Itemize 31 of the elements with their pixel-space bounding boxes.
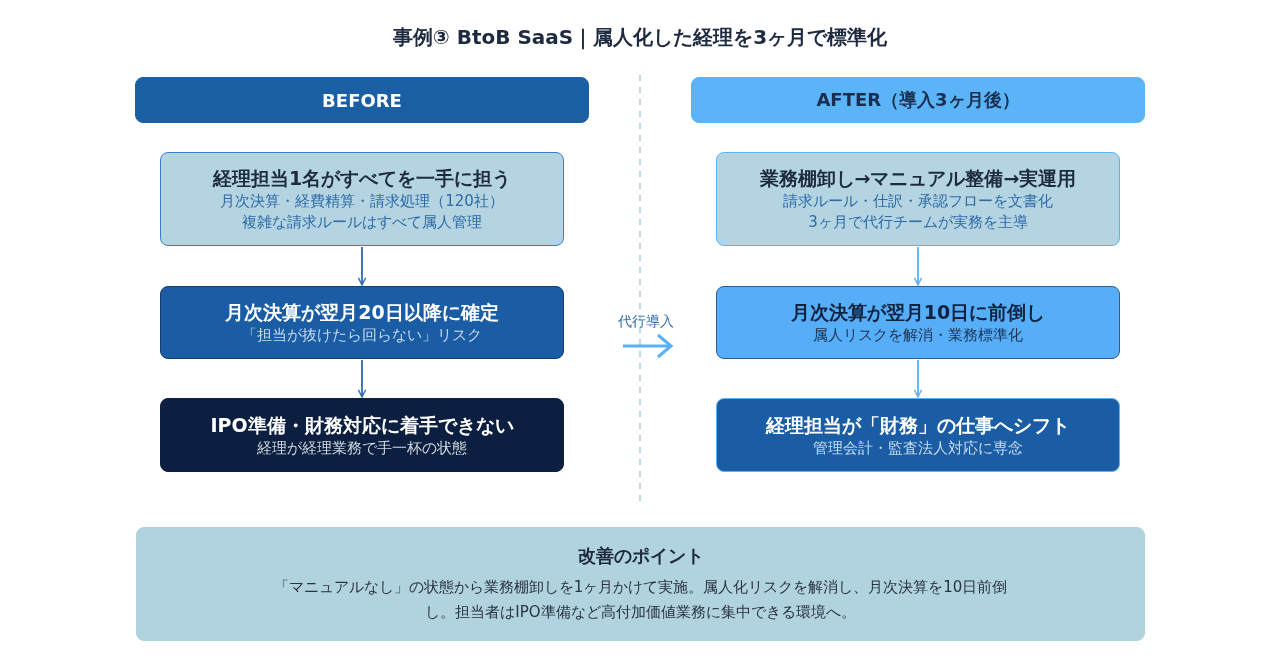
arrow-label: 代行導入 — [617, 313, 675, 331]
arrow — [913, 246, 923, 286]
result-box — [160, 398, 564, 472]
process-box — [160, 152, 564, 246]
arrow — [357, 359, 367, 398]
result-box — [716, 398, 1120, 472]
box-text: 属人リスクを解消・業務標準化 — [813, 325, 1023, 346]
box-text: 3ヶ月で代行チームが実務を主導 — [808, 212, 1028, 233]
box-heading: 月次決算が翌月10日に前倒し — [790, 300, 1046, 325]
box-heading: 月次決算が翌月20日以降に確定 — [225, 300, 499, 325]
arrow — [913, 359, 923, 398]
box-heading: 経理担当1名がすべてを一手に担う — [212, 166, 512, 191]
box-text: 請求ルール・仕訳・承認フローを文書化 — [783, 191, 1053, 212]
process-box — [716, 286, 1120, 359]
box-text: 経理が経理業務で手一杯の状態 — [257, 437, 467, 459]
box-heading: 業務棚卸し→マニュアル整備→実運用 — [759, 166, 1077, 191]
title: 事例③ BtoB SaaS｜属人化した経理を3ヶ月で標準化 — [391, 24, 889, 51]
box-heading: 改善のポイント — [577, 544, 704, 568]
arrow — [357, 246, 367, 286]
box-heading: IPO準備・財務対応に着手できない — [210, 412, 514, 438]
header-banner: AFTER（導入3ヶ月後） — [691, 77, 1145, 123]
box-text: 「担当が抜けたら回らない」リスク — [242, 325, 482, 346]
process-box — [716, 152, 1120, 246]
box-text: 月次決算・経費精算・請求処理（120社） — [220, 191, 504, 212]
header-banner: BEFORE — [135, 77, 589, 123]
box-text: 管理会計・監査法人対応に専念 — [813, 437, 1023, 459]
process-box — [160, 286, 564, 359]
summary-panel — [136, 527, 1145, 641]
box-text: 複雑な請求ルールはすべて属人管理 — [242, 212, 482, 233]
box-text: 「マニュアルなし」の状態から業務棚卸しを1ヶ月かけて実施。属人化リスクを解消し、月次決算を10日前倒し。担当者はIPO準備など高付加価値業務に集中できる環境へ。 — [272, 577, 1009, 623]
box-heading: 経理担当が「財務」の仕事へシフト — [766, 412, 1070, 438]
